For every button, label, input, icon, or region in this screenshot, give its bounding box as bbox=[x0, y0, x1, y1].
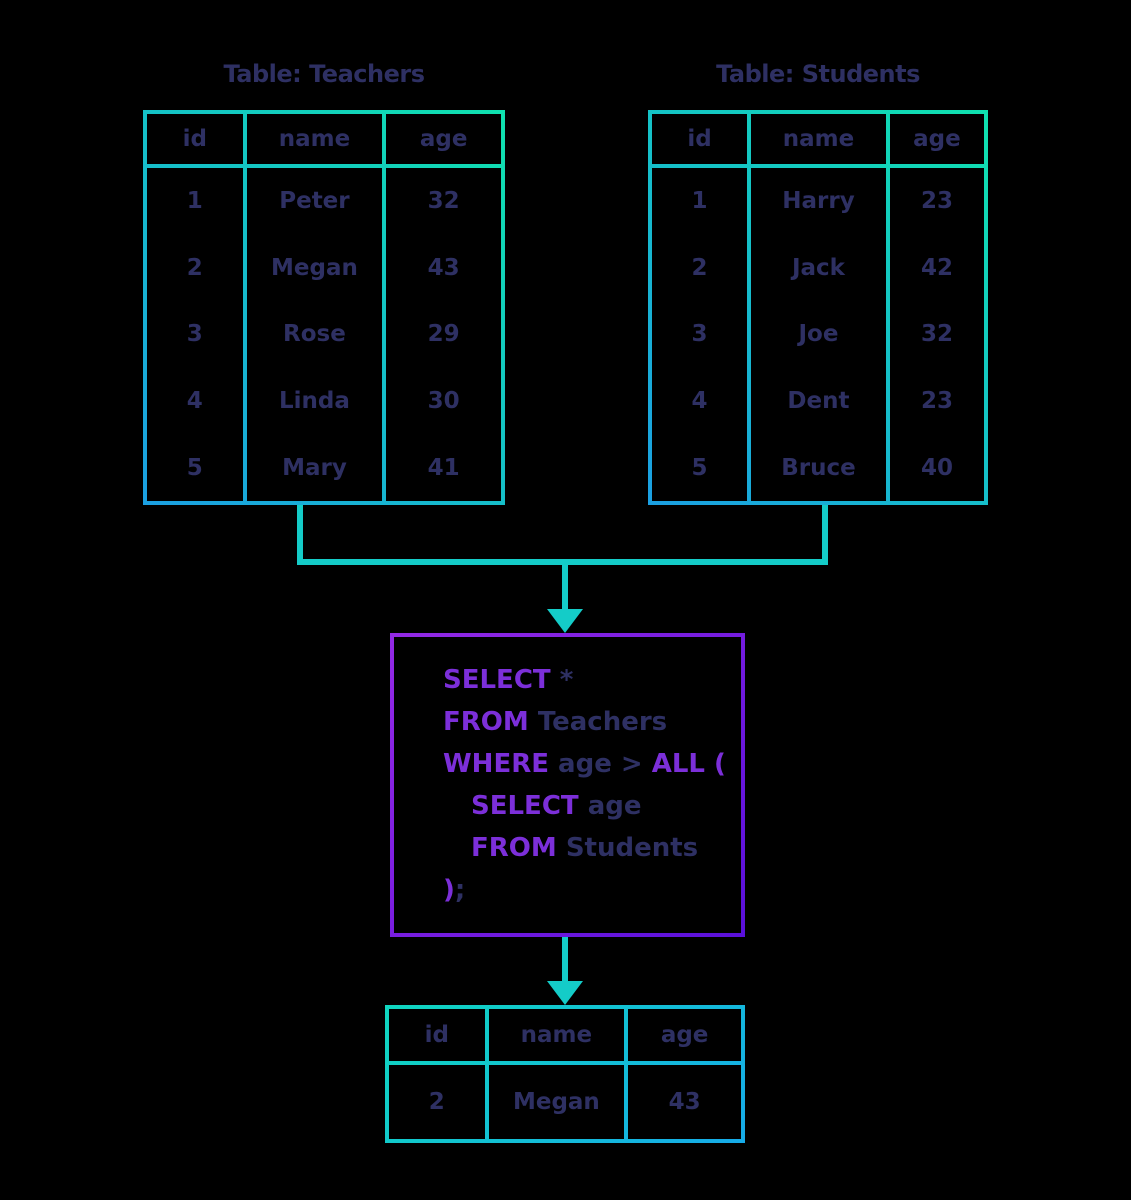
table-cell: 32 bbox=[920, 321, 953, 348]
students-header-name: name bbox=[751, 114, 886, 164]
result-header-name: name bbox=[488, 1009, 625, 1061]
table-cell: 4 bbox=[691, 388, 708, 415]
students-header-age: age bbox=[889, 114, 984, 164]
table-cell: 42 bbox=[920, 254, 953, 281]
table-cell: 2 bbox=[389, 1065, 485, 1139]
table-cell: Bruce bbox=[781, 454, 856, 481]
table-cell: Mary bbox=[282, 454, 347, 481]
table-cell: 23 bbox=[920, 188, 953, 215]
connector-line-teachers bbox=[297, 505, 303, 565]
table-cell: 43 bbox=[427, 254, 460, 281]
table-cell: Dent bbox=[787, 388, 850, 415]
table-cell: Peter bbox=[279, 188, 350, 215]
table-cell: 4 bbox=[186, 388, 203, 415]
teachers-header-age: age bbox=[386, 114, 501, 164]
teachers-table-title: Table: Teachers bbox=[223, 60, 425, 88]
connector-line-students bbox=[822, 505, 828, 565]
sql-keyword: ALL ( bbox=[651, 749, 726, 779]
sql-keyword: ) bbox=[443, 875, 455, 905]
table-cell: 23 bbox=[920, 388, 953, 415]
teachers-header-name: name bbox=[246, 114, 383, 164]
result-header-age: age bbox=[628, 1009, 741, 1061]
sql-line: SELECT * bbox=[443, 659, 741, 701]
students-name-column: Harry Jack Joe Dent Bruce bbox=[751, 168, 886, 501]
sql-keyword: SELECT bbox=[471, 791, 579, 821]
table-cell: 41 bbox=[427, 454, 460, 481]
table-cell: 3 bbox=[186, 321, 203, 348]
table-cell: 5 bbox=[186, 454, 203, 481]
sql-keyword: WHERE bbox=[443, 749, 549, 779]
connector-line-to-query bbox=[562, 559, 568, 611]
sql-query-box: SELECT * FROM Teachers WHERE age > ALL (… bbox=[390, 633, 745, 937]
table-cell: 32 bbox=[427, 188, 460, 215]
sql-line: WHERE age > ALL ( bbox=[443, 743, 741, 785]
sql-text: Teachers bbox=[528, 707, 668, 737]
teachers-id-column: 1 2 3 4 5 bbox=[147, 168, 243, 501]
students-table: id name age 1 2 3 4 5 Harry Jack Joe Den… bbox=[648, 110, 988, 505]
table-cell: 2 bbox=[186, 254, 203, 281]
sql-line: FROM Students bbox=[443, 827, 741, 869]
students-id-column: 1 2 3 4 5 bbox=[652, 168, 747, 501]
sql-text: * bbox=[550, 665, 574, 695]
table-cell: Megan bbox=[271, 254, 358, 281]
teachers-age-column: 32 43 29 30 41 bbox=[386, 168, 501, 501]
table-cell: 1 bbox=[691, 188, 708, 215]
result-table: id name age 2 Megan 43 bbox=[385, 1005, 745, 1143]
table-cell: Harry bbox=[782, 188, 855, 215]
teachers-table: id name age 1 2 3 4 5 Peter Megan Rose L… bbox=[143, 110, 505, 505]
table-cell: 40 bbox=[920, 454, 953, 481]
sql-keyword: FROM bbox=[471, 833, 557, 863]
connector-line-to-result bbox=[562, 937, 568, 983]
table-cell: 1 bbox=[186, 188, 203, 215]
sql-text: Students bbox=[556, 833, 699, 863]
table-cell: Rose bbox=[283, 321, 346, 348]
table-cell: 5 bbox=[691, 454, 708, 481]
table-cell: 43 bbox=[628, 1065, 741, 1139]
sql-keyword: FROM bbox=[443, 707, 529, 737]
arrow-down-icon bbox=[547, 981, 583, 1005]
table-cell: Joe bbox=[798, 321, 839, 348]
sql-keyword: SELECT bbox=[443, 665, 551, 695]
table-cell: 30 bbox=[427, 388, 460, 415]
sql-text: age bbox=[578, 791, 642, 821]
sql-text: ; bbox=[454, 875, 466, 905]
students-header-id: id bbox=[652, 114, 747, 164]
students-age-column: 23 42 32 23 40 bbox=[889, 168, 984, 501]
table-cell: 2 bbox=[691, 254, 708, 281]
teachers-header-id: id bbox=[147, 114, 243, 164]
result-header-id: id bbox=[389, 1009, 485, 1061]
table-cell: 3 bbox=[691, 321, 708, 348]
sql-line: FROM Teachers bbox=[443, 701, 741, 743]
table-cell: Megan bbox=[488, 1065, 625, 1139]
teachers-name-column: Peter Megan Rose Linda Mary bbox=[246, 168, 383, 501]
table-cell: Jack bbox=[791, 254, 845, 281]
table-cell: Linda bbox=[278, 388, 350, 415]
table-cell: 29 bbox=[427, 321, 460, 348]
sql-text: age > bbox=[548, 749, 652, 779]
arrow-down-icon bbox=[547, 609, 583, 633]
sql-line: SELECT age bbox=[443, 785, 741, 827]
students-table-title: Table: Students bbox=[716, 60, 920, 88]
sql-line: ); bbox=[443, 869, 741, 911]
